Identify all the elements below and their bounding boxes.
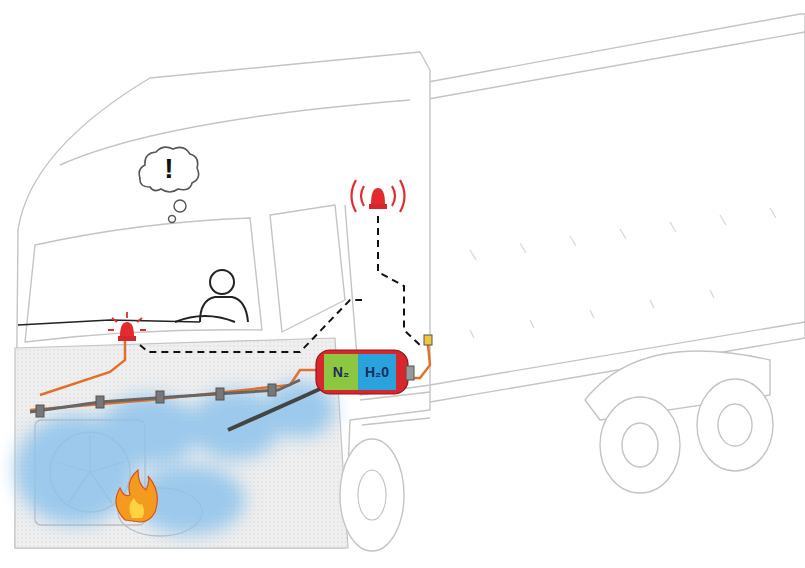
spray-nozzle — [268, 384, 276, 396]
beacon-dome — [371, 188, 385, 204]
fire-core — [129, 498, 144, 518]
chamber-label: N₂ — [333, 364, 349, 380]
rear-wheel-hub — [718, 404, 752, 446]
alarm-waves — [352, 180, 405, 212]
fire — [116, 470, 157, 522]
trailer-curtain-marks — [470, 208, 776, 338]
external-alarm-beacon — [352, 180, 405, 212]
extinguisher-tank — [316, 350, 408, 394]
rear-wheel-hub — [622, 423, 658, 467]
front-wheel — [340, 439, 404, 551]
beacon-base — [369, 204, 387, 209]
pressure-gauge — [424, 335, 432, 345]
rear-wheel — [697, 379, 773, 471]
driver — [175, 270, 248, 322]
trailer-body — [395, 14, 805, 402]
beacon-rays — [108, 312, 146, 330]
tank-valve — [406, 366, 414, 380]
manifold-pipe — [30, 380, 300, 412]
beacon-dome — [120, 322, 134, 336]
nitrogen-chamber: N₂ — [324, 354, 358, 390]
side-window — [270, 205, 345, 332]
cab-roof-line — [60, 100, 410, 165]
spray-nozzle — [96, 396, 104, 408]
cloud-shape — [139, 147, 198, 192]
cab-alarm-beacon — [108, 312, 146, 341]
chamber-label: H₂0 — [365, 364, 389, 380]
alarm-signal-wire — [140, 216, 420, 352]
water-chamber: H₂0 — [358, 354, 396, 390]
dashboard-wire — [18, 320, 200, 325]
driver-head — [210, 270, 234, 294]
spray-nozzle — [36, 405, 44, 417]
front-wheel-hub — [358, 470, 386, 520]
thought-bubble-dot — [174, 200, 186, 212]
rear-wheel — [600, 397, 680, 493]
detection-line — [30, 338, 322, 410]
beacon-base — [118, 336, 136, 341]
thought-bubble-dot — [169, 216, 176, 223]
cab-steps — [360, 392, 430, 425]
trailer-roof-edge — [400, 32, 805, 104]
engine-bay — [15, 338, 348, 548]
thought-cloud: ! — [136, 143, 202, 195]
water-mist — [100, 395, 200, 465]
alert-symbol: ! — [164, 153, 173, 185]
spray-nozzle — [156, 391, 164, 403]
spray-nozzle — [216, 388, 224, 400]
